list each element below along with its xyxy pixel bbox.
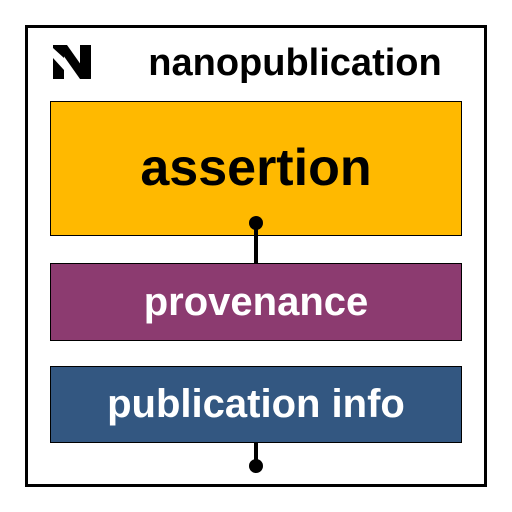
nanopub-n-logo-icon	[53, 45, 91, 79]
publication-info-block: publication info	[50, 366, 462, 443]
assertion-block: assertion	[50, 101, 462, 236]
provenance-block: provenance	[50, 263, 462, 341]
diagram-title: nanopublication	[148, 42, 442, 84]
